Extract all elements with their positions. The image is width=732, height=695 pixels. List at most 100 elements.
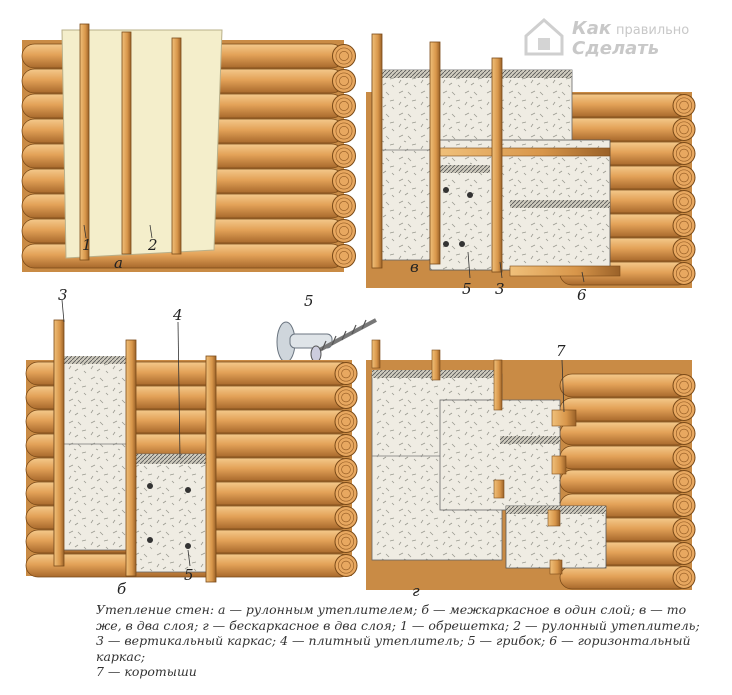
log (559, 397, 691, 422)
log-ring (337, 365, 355, 382)
log-ring (341, 488, 351, 499)
panel-letter-g: г (412, 582, 420, 600)
log-ring (675, 121, 693, 138)
log-ring (679, 100, 689, 111)
log-ring (675, 241, 693, 258)
log-ring (679, 172, 689, 183)
panel-v: 5 3 6 в (366, 33, 696, 304)
log-ring (675, 521, 693, 538)
log-ring (339, 51, 349, 61)
log-ring (339, 176, 349, 186)
vertical-frame-b (53, 319, 217, 583)
log-ring (335, 172, 353, 190)
log-ring (675, 545, 693, 562)
house-icon (524, 17, 564, 56)
log (559, 373, 691, 398)
log-ring (675, 425, 693, 442)
panel-letter-v: в (410, 258, 419, 276)
insulation-layer-2-v (429, 139, 611, 271)
log-ring (341, 464, 351, 475)
log-ring (337, 557, 355, 574)
log-ring (335, 222, 353, 240)
logo-word-3: Сделать (572, 38, 659, 58)
log-ring (339, 201, 349, 211)
log-ring (679, 476, 689, 487)
log-ring (679, 548, 689, 559)
log-ring (679, 524, 689, 535)
fungus-dowel: 5 (276, 292, 377, 363)
log-ring (675, 497, 693, 514)
log-ring (679, 124, 689, 135)
log-ring (679, 428, 689, 439)
log-ring (339, 76, 349, 86)
batten-2 (121, 31, 132, 255)
log (559, 117, 691, 142)
caption-line-4: 7 — коротыши (96, 664, 197, 679)
log-ring (335, 72, 353, 90)
batten-3 (171, 37, 182, 255)
log-ring (339, 101, 349, 111)
log-ring (335, 147, 353, 165)
log-ring (341, 512, 351, 523)
log-ring (675, 145, 693, 162)
log-ring (679, 220, 689, 231)
log-ring (679, 404, 689, 415)
label-a-2: 2 (147, 236, 158, 254)
vertical-frame-v (371, 33, 503, 273)
log-ring (339, 251, 349, 261)
log-ring (335, 197, 353, 215)
log (559, 421, 691, 446)
label-a-1: 1 (82, 236, 92, 254)
log-ring (337, 413, 355, 430)
log (559, 93, 691, 118)
label-b-5: 5 (184, 566, 194, 584)
log-ring (335, 97, 353, 115)
panel-letter-b: б (117, 580, 127, 598)
logo-word-2: правильно (616, 23, 689, 38)
log (559, 469, 691, 494)
log-ring (341, 416, 351, 427)
log-ring (675, 569, 693, 586)
log-ring (341, 368, 351, 379)
plate-insulation-b (53, 356, 211, 573)
site-logo: Как правильно Сделать (524, 17, 689, 58)
log-ring (337, 389, 355, 406)
log (559, 565, 691, 590)
label-b-3: 3 (58, 286, 68, 304)
log (559, 445, 691, 470)
log-ring (337, 533, 355, 550)
log-ring (679, 500, 689, 511)
panel-g: 7 г (366, 339, 696, 600)
log-ring (337, 437, 355, 454)
caption-line-2: же, в два слоя; г — бескаркасное в два с… (96, 617, 700, 633)
log-ring (675, 265, 693, 282)
panel-letter-a: а (114, 254, 123, 272)
fungus-dowels-v (443, 187, 473, 247)
label-b-4: 4 (172, 306, 183, 324)
label-fungus-5: 5 (304, 292, 314, 310)
log-ring (341, 536, 351, 547)
log-ring (335, 47, 353, 65)
caption-line-1: Утепление стен: а — рулонным утеплителем… (96, 602, 687, 617)
log-ring (675, 169, 693, 186)
log-ring (675, 377, 693, 394)
caption-line-3: 3 — вертикальный каркас; 4 — плитный уте… (96, 633, 691, 664)
log-ring (341, 392, 351, 403)
figure-caption: Утепление стен: а — рулонным утеплителем… (96, 602, 708, 680)
log-ring (675, 97, 693, 114)
fungus-dowels-b (147, 483, 191, 549)
log-ring (339, 226, 349, 236)
panel-a: 1 2 а (21, 23, 356, 272)
label-v-5: 5 (462, 280, 472, 298)
log-ring (679, 196, 689, 207)
log-ring (341, 440, 351, 451)
log-ring (675, 449, 693, 466)
panel-b: 3 4 5 б (25, 286, 358, 598)
label-v-6: 6 (577, 286, 587, 304)
log-ring (675, 401, 693, 418)
log-ring (337, 509, 355, 526)
log-ring (675, 473, 693, 490)
label-v-3: 3 (495, 280, 505, 298)
log-ring (679, 452, 689, 463)
